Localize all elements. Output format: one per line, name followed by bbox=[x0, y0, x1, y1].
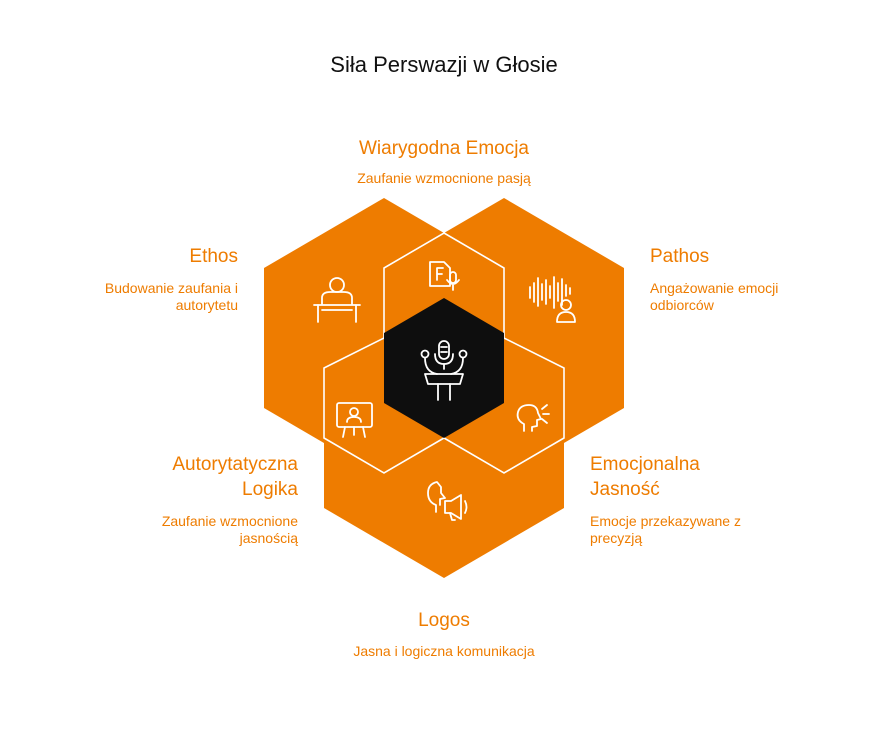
node-autorytatyczna-heading-2: Logika bbox=[242, 479, 298, 500]
node-emocjonalna-heading-2: Jasność bbox=[590, 479, 660, 500]
node-top-heading: Wiarygodna Emocja bbox=[358, 138, 530, 159]
node-ethos-text: Budowanie zaufania i autorytetu bbox=[104, 280, 238, 313]
node-logos-heading: Logos bbox=[418, 610, 470, 631]
node-emocjonalna-heading-1: Emocjonalna bbox=[590, 454, 700, 475]
node-pathos-text: Angażowanie emocji odbiorców bbox=[650, 280, 779, 313]
megaphone-speaking-icon bbox=[427, 481, 468, 521]
node-emocjonalna: Emocjonalna Jasność Emocje przekazywane … bbox=[590, 452, 810, 547]
node-logos: Logos Jasna i logiczna komunikacja bbox=[294, 608, 594, 660]
node-autorytatyczna-text-2: jasnością bbox=[239, 530, 298, 546]
diagram-title: Siła Perswazji w Głosie bbox=[330, 52, 558, 77]
node-emocjonalna-text-1: Emocje przekazywane z bbox=[590, 513, 741, 529]
node-autorytatyczna-heading-1: Autorytatyczna bbox=[172, 454, 298, 475]
microphone-podium-icon bbox=[420, 340, 468, 401]
node-autorytatyczna-text-1: Zaufanie wzmocnione bbox=[161, 513, 298, 529]
node-emocjonalna-text-2: precyzją bbox=[590, 530, 643, 546]
node-ethos-heading: Ethos bbox=[189, 246, 238, 267]
presentation-screen-icon bbox=[336, 402, 373, 438]
node-autorytatyczna: Autorytatyczna Logika Zaufanie wzmocnion… bbox=[98, 452, 298, 547]
node-pathos-heading: Pathos bbox=[650, 246, 710, 267]
document-microphone-icon bbox=[429, 261, 460, 291]
node-top: Wiarygodna Emocja Zaufanie wzmocnione pa… bbox=[294, 136, 594, 187]
node-top-text: Zaufanie wzmocnione pasją bbox=[357, 170, 531, 186]
node-logos-text: Jasna i logiczna komunikacja bbox=[353, 643, 535, 659]
soundwave-person-icon bbox=[529, 276, 576, 323]
node-pathos: Pathos Angażowanie emocji odbiorców bbox=[650, 244, 825, 314]
speaker-podium-icon bbox=[313, 277, 361, 323]
node-ethos: Ethos Budowanie zaufania i autorytetu bbox=[48, 244, 238, 314]
head-listening-icon bbox=[516, 404, 550, 432]
